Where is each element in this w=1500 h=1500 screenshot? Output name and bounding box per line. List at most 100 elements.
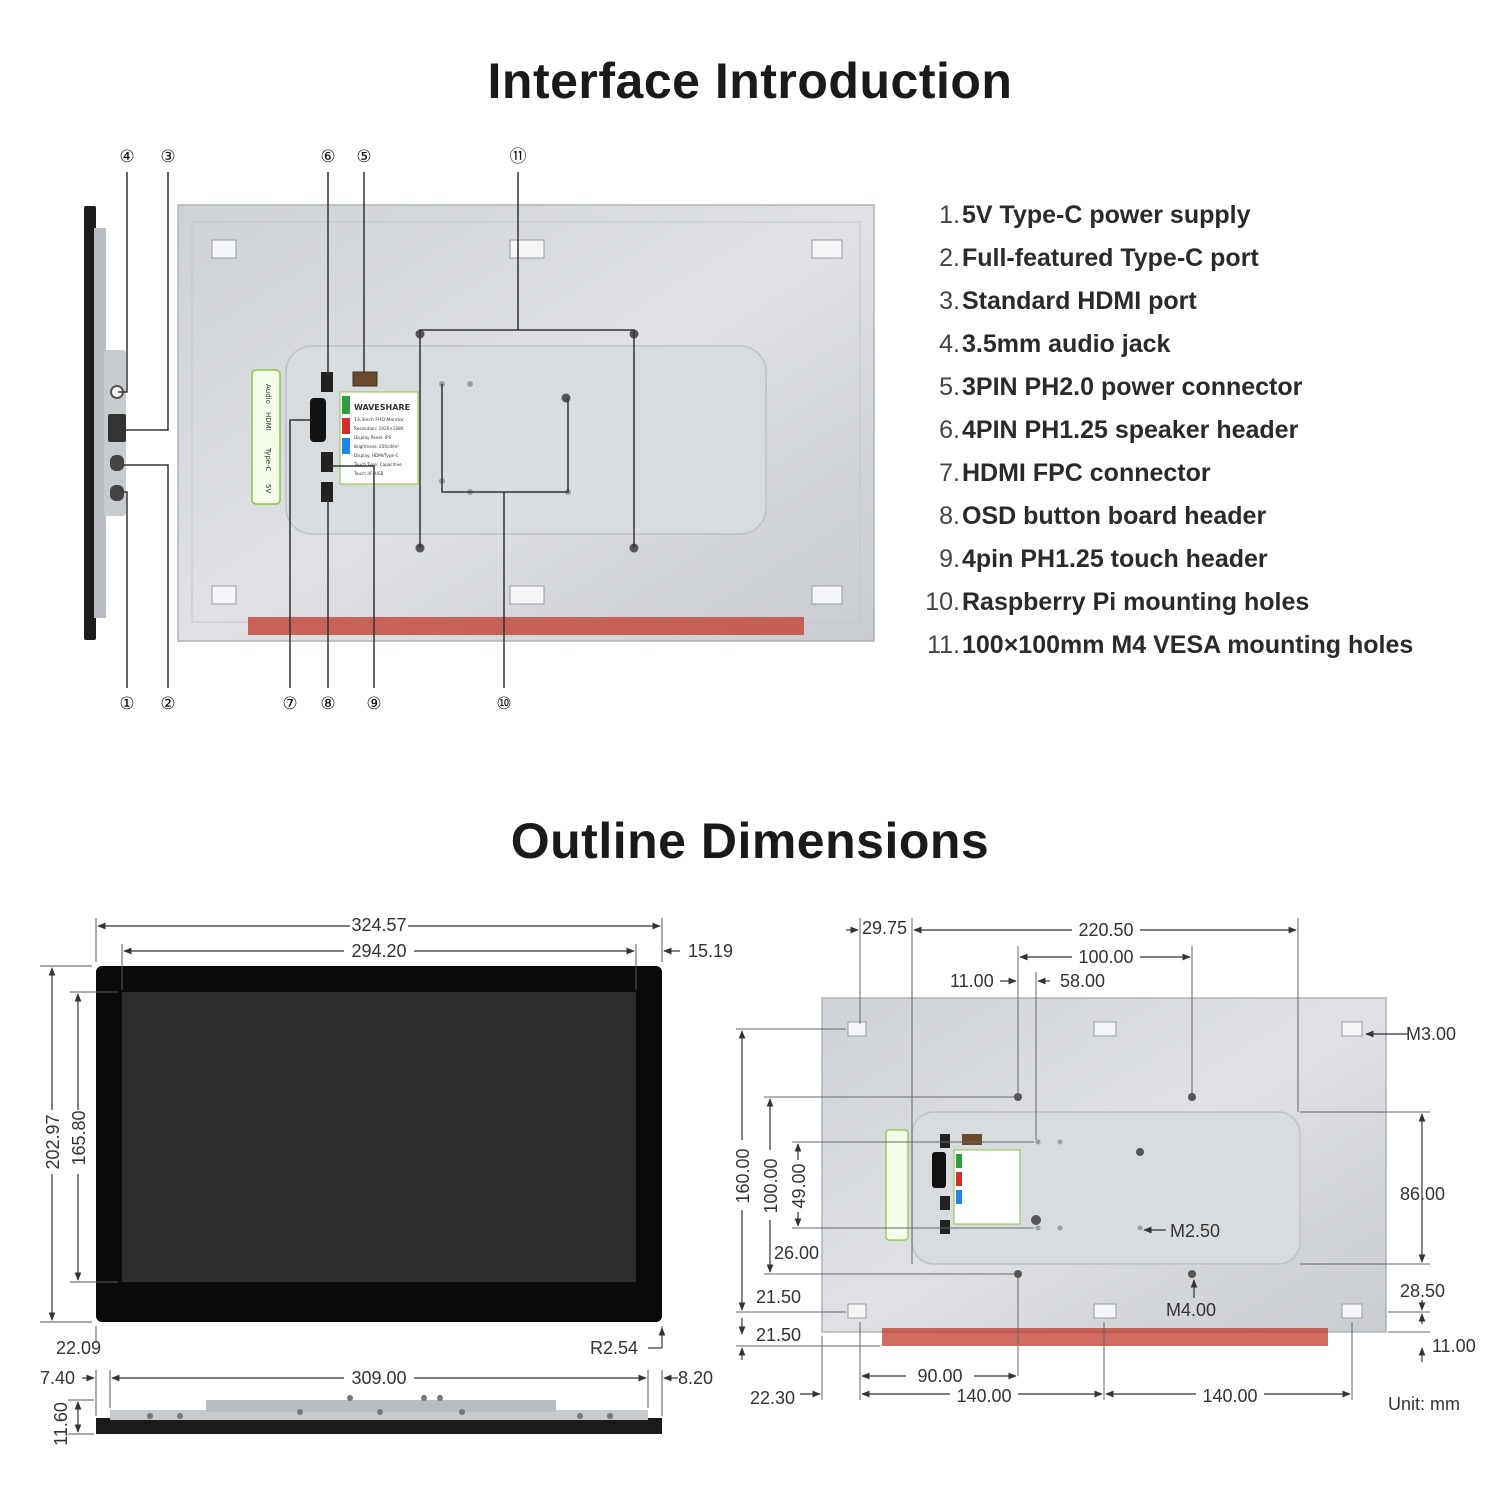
interface-item-number: 1. [939, 201, 960, 229]
side-profile-frame [94, 228, 106, 618]
dim-140-00-a: 140.00 [956, 1386, 1011, 1406]
interface-title: Interface Introduction [487, 53, 1013, 109]
callout-6: ⑥ [320, 147, 335, 167]
side-profile-glass [84, 206, 96, 640]
interface-item-number: 6. [939, 416, 960, 444]
dim-49-00: 49.00 [789, 1163, 809, 1208]
callout-8: ⑧ [320, 694, 335, 714]
sticker-touch-type: Touch Type: Capacitive [353, 462, 402, 467]
mount-slot-icon [811, 585, 843, 605]
callout-7: ⑦ [282, 694, 297, 714]
callout-3: ③ [160, 147, 175, 167]
interface-item-label: Standard HDMI port [962, 287, 1197, 315]
callout-9: ⑨ [366, 694, 381, 714]
dim-bezel: 15.19 [688, 941, 733, 961]
front-active-area [122, 992, 636, 1282]
mount-slot-icon [211, 585, 237, 605]
dim-22-30: 22.30 [750, 1388, 795, 1408]
interface-item: 6.4PIN PH1.25 speaker header [912, 409, 1492, 452]
callout-11: ⑪ [510, 147, 527, 167]
interface-item-label: OSD button board header [962, 502, 1267, 530]
strip-label-audio: Audio [264, 384, 272, 404]
interface-item: 7.HDMI FPC connector [912, 452, 1492, 495]
unit-label: Unit: mm [1388, 1394, 1460, 1414]
dim-29-75: 29.75 [862, 918, 907, 938]
interface-item: 5.3PIN PH2.0 power connector [912, 366, 1492, 409]
dim-100-00-v: 100.00 [761, 1158, 781, 1213]
interface-item: 11.100×100mm M4 VESA mounting holes [912, 624, 1492, 667]
speaker-header-icon [321, 372, 333, 392]
dim-m4: M4.00 [1166, 1300, 1216, 1320]
dim-140-00-b: 140.00 [1202, 1386, 1257, 1406]
dim-active-height: 165.80 [69, 1110, 89, 1165]
sticker-bright: Brightness: 250cd/m² [354, 444, 399, 449]
product-sticker: WAVESHARE 13.3inch FHD Monitor Resolutio… [339, 391, 419, 485]
dim-21-50-b: 21.50 [756, 1325, 801, 1345]
dim-160-00: 160.00 [733, 1148, 753, 1203]
front-view [96, 966, 662, 1322]
sticker-res: Resolution: 1920×1080 [354, 426, 404, 431]
dim-length: 309.00 [351, 1368, 406, 1388]
side-profile-view [84, 206, 126, 640]
interface-item: 10.Raspberry Pi mounting holes [912, 581, 1492, 624]
mount-slot-icon [811, 239, 843, 259]
bottom-view [96, 1395, 662, 1434]
dim-90-00: 90.00 [917, 1366, 962, 1386]
strip-label-typec: Type-C [264, 447, 272, 472]
port-label-strip [251, 369, 281, 505]
interface-item-number: 5. [939, 373, 960, 401]
interface-item-number: 3. [939, 287, 960, 315]
interface-item-label: 4PIN PH1.25 speaker header [962, 416, 1299, 444]
interface-item-label: 4pin PH1.25 touch header [962, 545, 1268, 573]
typec-port-icon [110, 455, 124, 471]
dim-11-00: 11.00 [950, 971, 994, 991]
dim-height: 202.97 [43, 1114, 63, 1169]
sticker-display: Display: HDMI/Type-C [354, 453, 399, 458]
dim-radius: R2.54 [590, 1338, 638, 1358]
sticker-panel: Display Panel: IPS [354, 435, 392, 440]
sticker-touch-if: Touch I/F: USB [353, 471, 384, 476]
interface-item-number: 9. [939, 545, 960, 573]
power-connector-icon [352, 371, 378, 387]
callout-10: ⑩ [496, 694, 511, 714]
mount-slot-icon [211, 239, 237, 259]
interface-item-label: 3.5mm audio jack [962, 330, 1171, 358]
dim-11-00-b: 11.00 [1432, 1336, 1476, 1356]
interface-item: 2.Full-featured Type-C port [912, 237, 1492, 280]
interface-item: 9.4pin PH1.25 touch header [912, 538, 1492, 581]
callout-1: ① [119, 694, 134, 714]
dim-26-00: 26.00 [774, 1243, 819, 1263]
interface-item: 8.OSD button board header [912, 495, 1492, 538]
interface-item-label: 3PIN PH2.0 power connector [962, 373, 1303, 401]
callout-lines [118, 172, 635, 688]
dim-220-50: 220.50 [1078, 920, 1133, 940]
sticker-model: 13.3inch FHD Monitor [354, 417, 404, 423]
mount-slot-icon [509, 585, 545, 605]
rear-view-dims [821, 997, 1387, 1346]
hdmi-fpc-connector-icon [310, 398, 326, 442]
interface-item-label: Full-featured Type-C port [962, 244, 1259, 272]
dim-active-width: 294.20 [351, 941, 406, 961]
osd-header-icon [321, 452, 333, 472]
interface-item-number: 2. [939, 244, 960, 272]
interface-item: 3.Standard HDMI port [912, 280, 1492, 323]
touch-header-icon [321, 482, 333, 502]
callout-4: ④ [119, 147, 134, 167]
strip-label-5v: 5V [264, 484, 272, 493]
interface-item-number: 7. [939, 459, 960, 487]
callout-numbers: ④ ③ ⑥ ⑤ ⑪ ① ② ⑦ ⑧ ⑨ ⑩ [119, 147, 526, 714]
interface-item: 4.3.5mm audio jack [912, 323, 1492, 366]
callout-2: ② [160, 694, 175, 714]
bottom-glass-edge [96, 1418, 662, 1434]
dim-58-00: 58.00 [1060, 971, 1105, 991]
dim-m2-5: M2.50 [1170, 1221, 1220, 1241]
rear-view-top: Audio HDMI Type-C 5V WAVESHARE 13.3inch … [177, 204, 875, 642]
hdmi-port-icon [108, 414, 126, 442]
dim-width: 324.57 [351, 915, 406, 935]
interface-item-number: 4. [939, 330, 960, 358]
typec-power-port-icon [110, 485, 124, 501]
dim-100-00-h: 100.00 [1078, 947, 1133, 967]
interface-item: 1.5V Type-C power supply [912, 194, 1492, 237]
